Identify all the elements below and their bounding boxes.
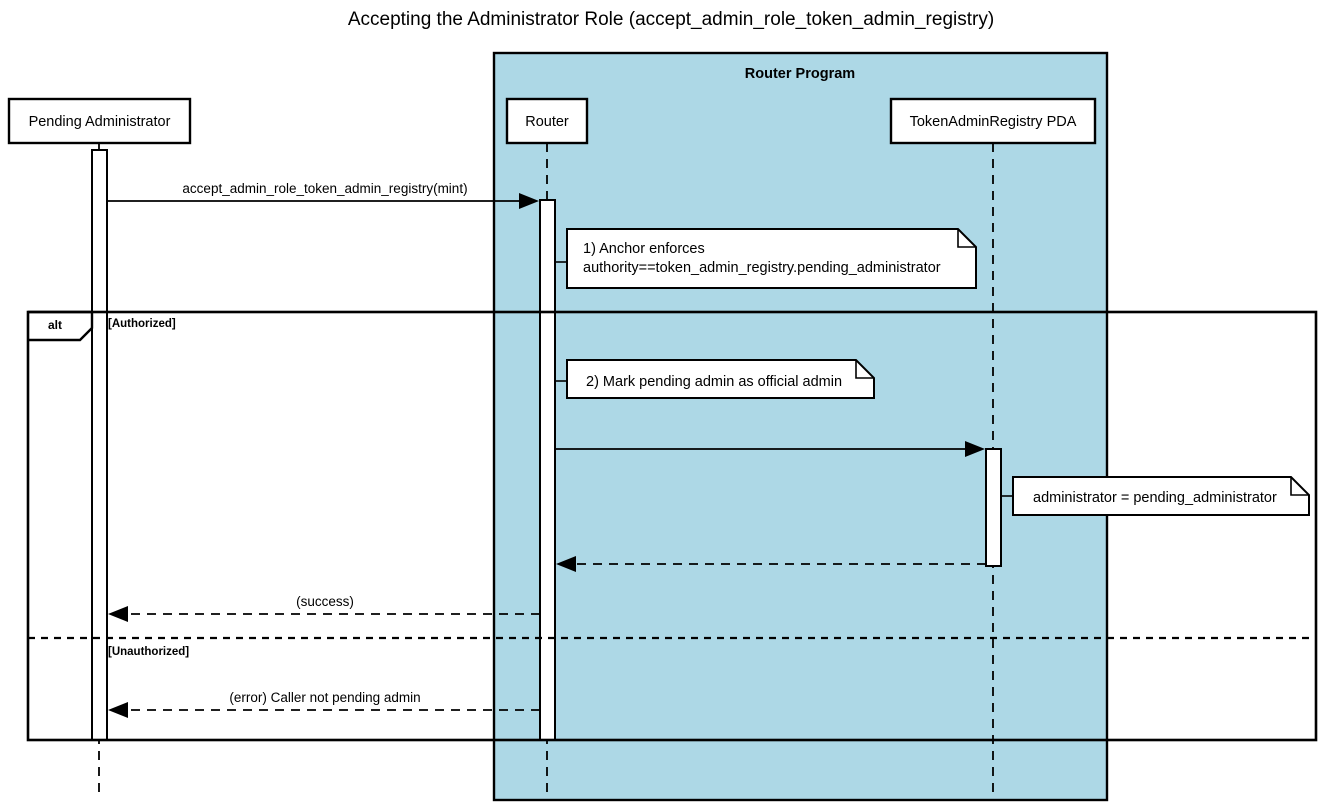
group-box-router-program bbox=[492, 51, 1109, 802]
message-label-m1: accept_admin_role_token_admin_registry(m… bbox=[182, 181, 467, 196]
group-label-router-program: Router Program bbox=[745, 66, 855, 82]
fragment-condition-authorized: [Authorized] bbox=[108, 318, 176, 330]
message-label-m4: (success) bbox=[296, 594, 354, 609]
participant-box-actor[interactable] bbox=[7, 97, 192, 145]
message-arrowhead-m3 bbox=[556, 556, 576, 572]
participant-box-pda[interactable] bbox=[889, 97, 1097, 145]
message-arrowhead-m4 bbox=[108, 606, 128, 622]
note-box-note2 bbox=[566, 359, 875, 399]
participant-label-router: Router bbox=[525, 114, 569, 130]
participant-box-router[interactable] bbox=[505, 97, 589, 145]
fragment-operator-label: alt bbox=[48, 318, 62, 332]
diagram-title: Accepting the Administrator Role (accept… bbox=[348, 9, 994, 30]
message-arrowhead-m1 bbox=[519, 193, 539, 209]
note-fold-note3 bbox=[1290, 477, 1309, 496]
participant-label-pda: TokenAdminRegistry PDA bbox=[910, 114, 1077, 130]
fragment-condition-unauthorized: [Unauthorized] bbox=[108, 646, 189, 658]
note-box-note3 bbox=[1012, 476, 1310, 516]
activation-bar-router bbox=[539, 199, 556, 741]
activation-bar-pda bbox=[985, 448, 1002, 567]
note-fold-note2 bbox=[855, 360, 874, 379]
fragment-frame-alt bbox=[26, 310, 1318, 742]
fragment-label-box-alt bbox=[28, 310, 94, 342]
participant-label-actor: Pending Administrator bbox=[29, 114, 171, 130]
note-line-note3-0: administrator = pending_administrator bbox=[1033, 490, 1277, 506]
note-line-note1-1: authority==token_admin_registry.pending_… bbox=[583, 260, 941, 276]
note-fold-note1 bbox=[957, 229, 976, 248]
message-arrowhead-m2 bbox=[965, 441, 985, 457]
message-label-m5: (error) Caller not pending admin bbox=[229, 690, 420, 705]
message-arrowhead-m5 bbox=[108, 702, 128, 718]
note-line-note2-0: 2) Mark pending admin as official admin bbox=[586, 374, 842, 390]
activation-bar-actor bbox=[91, 149, 108, 741]
note-line-note1-0: 1) Anchor enforces bbox=[583, 241, 705, 257]
note-box-note1 bbox=[566, 228, 977, 289]
